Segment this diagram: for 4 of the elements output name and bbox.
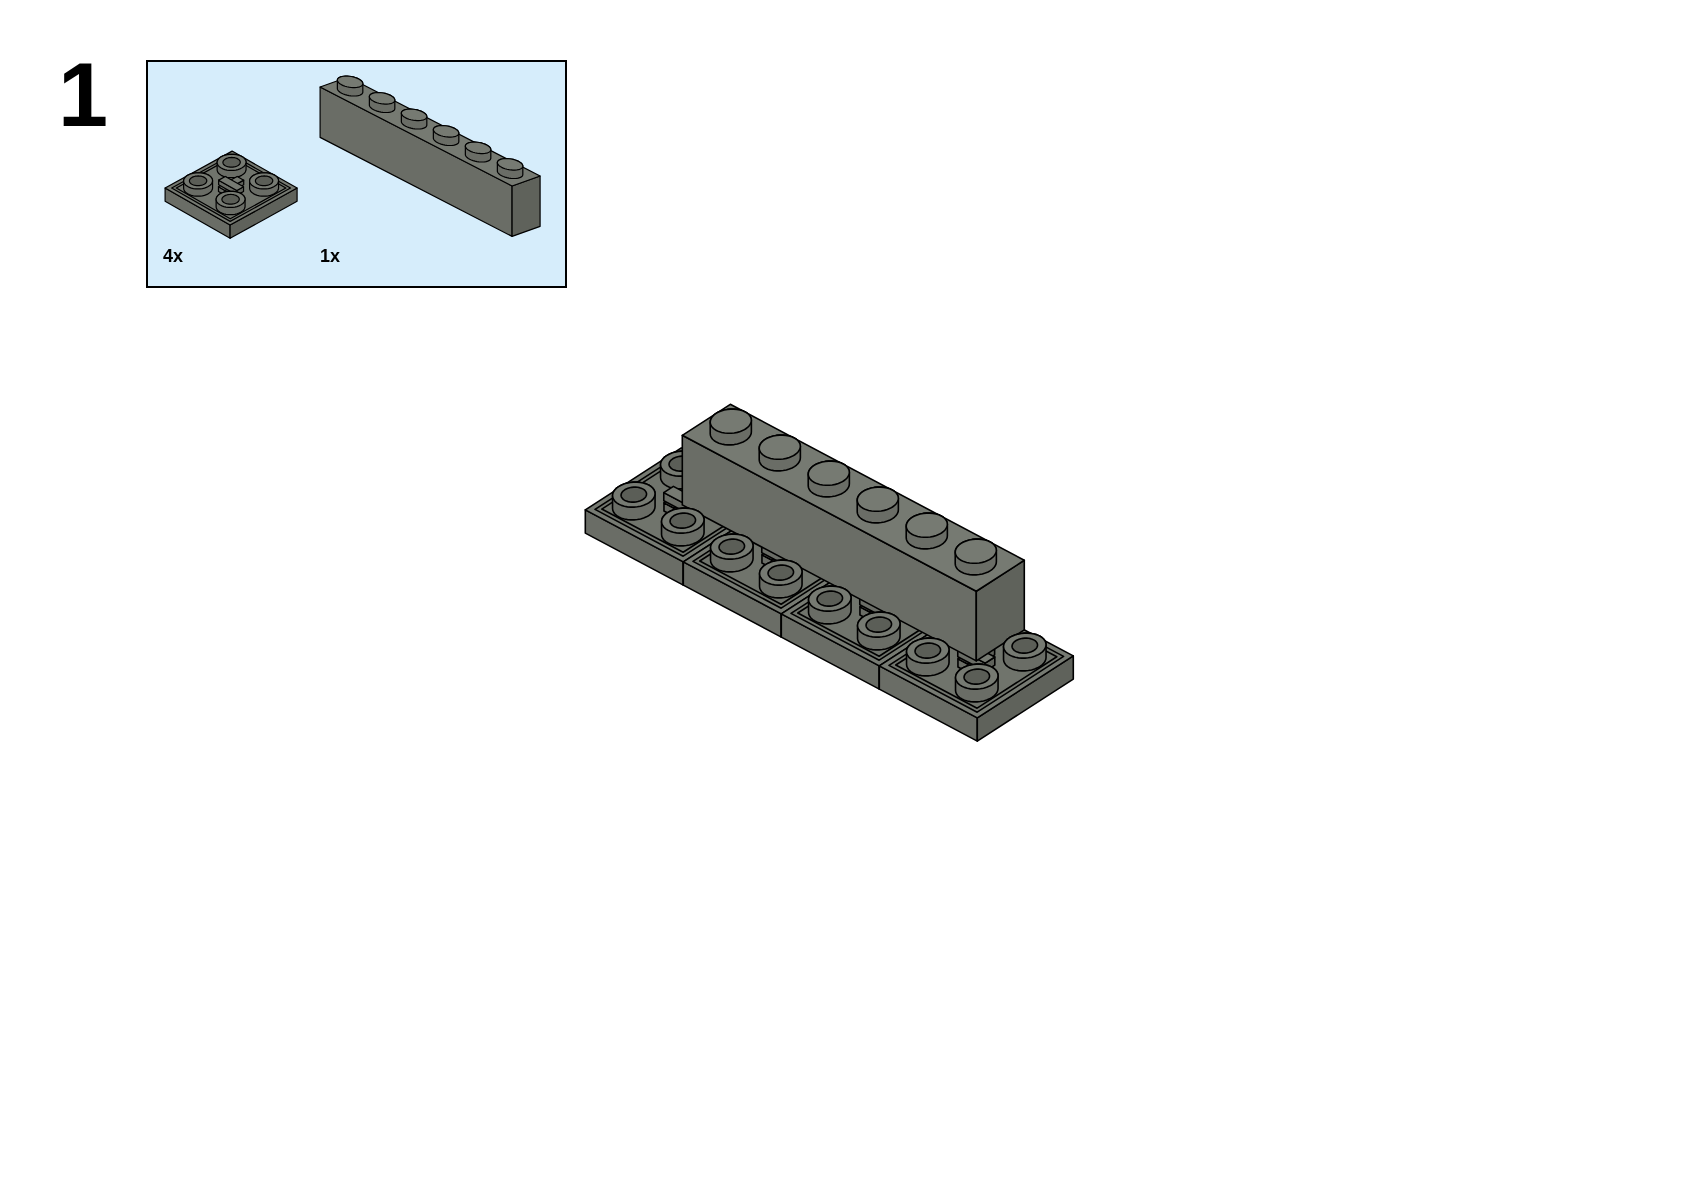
part-count: 4x [163,246,184,267]
parts-panel [146,60,567,288]
step-number: 1 [58,50,109,140]
part-count: 1x [320,246,341,267]
